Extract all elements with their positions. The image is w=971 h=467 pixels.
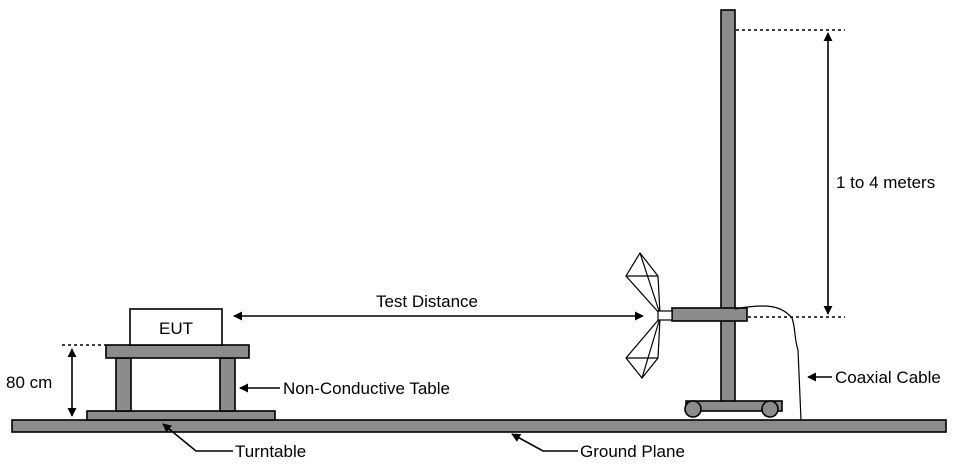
turntable-pointer bbox=[162, 423, 233, 452]
ground-plane-pointer bbox=[511, 433, 578, 452]
turntable-label: Turntable bbox=[235, 442, 306, 461]
height-range-label: 1 to 4 meters bbox=[836, 173, 935, 192]
coaxial-cable bbox=[734, 305, 802, 421]
cable-label: Coaxial Cable bbox=[835, 368, 941, 387]
ground-plane-label: Ground Plane bbox=[580, 442, 685, 461]
ground-plane bbox=[11, 419, 947, 433]
non-conductive-table bbox=[105, 344, 250, 412]
test-distance-label: Test Distance bbox=[376, 292, 478, 311]
turntable bbox=[86, 410, 276, 421]
eut-label: EUT bbox=[159, 319, 193, 338]
antenna-mast bbox=[671, 9, 783, 418]
table-label: Non-Conductive Table bbox=[283, 379, 450, 398]
biconical-antenna bbox=[625, 251, 673, 379]
eut-box bbox=[129, 308, 223, 346]
table-height-label: 80 cm bbox=[6, 373, 52, 392]
